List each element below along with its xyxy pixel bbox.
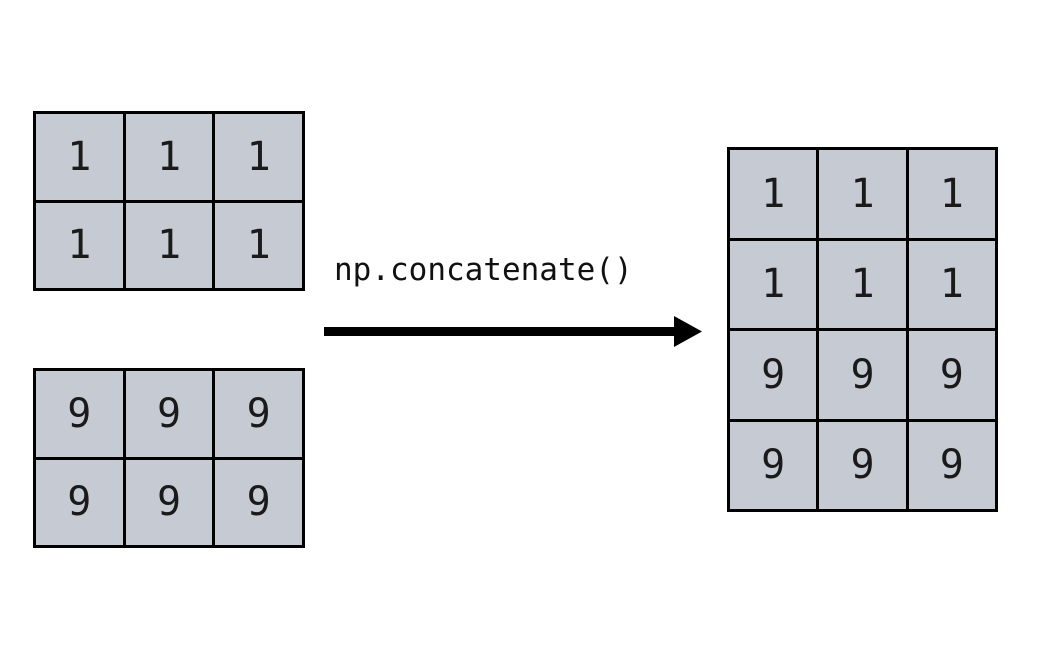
matrix-cell: 1: [215, 114, 302, 200]
matrix-cell: 9: [730, 331, 817, 419]
matrix-cell: 9: [125, 459, 213, 545]
arrow-shaft: [324, 327, 678, 336]
matrix-cell: 1: [730, 150, 817, 238]
matrix-cell: 1: [125, 114, 213, 200]
operation-label: np.concatenate(): [334, 252, 633, 288]
matrix-cell: 9: [36, 371, 123, 457]
matrix-cell: 9: [819, 421, 906, 509]
matrix-cell: 1: [908, 150, 995, 238]
matrix-cell: 1: [819, 240, 906, 328]
arrow-head: [674, 316, 702, 347]
matrix-cell: 1: [36, 114, 123, 200]
matrix-cell: 9: [908, 331, 995, 419]
matrix-cell: 1: [125, 202, 213, 288]
matrix-cell: 9: [819, 331, 906, 419]
matrix-cell: 1: [730, 240, 817, 328]
matrix-cell: 1: [908, 240, 995, 328]
matrix-cell: 9: [36, 459, 123, 545]
matrix-cell: 1: [215, 202, 302, 288]
matrix-cell: 1: [819, 150, 906, 238]
right-arrow-graphic: [324, 316, 702, 347]
matrix-cell: 9: [215, 371, 302, 457]
matrix-cell: 9: [125, 371, 213, 457]
right-arrow-icon: [322, 310, 704, 354]
matrix-cell: 1: [36, 202, 123, 288]
matrix-cell: 9: [215, 459, 302, 545]
matrix-cell: 9: [908, 421, 995, 509]
matrix-cell: 9: [730, 421, 817, 509]
